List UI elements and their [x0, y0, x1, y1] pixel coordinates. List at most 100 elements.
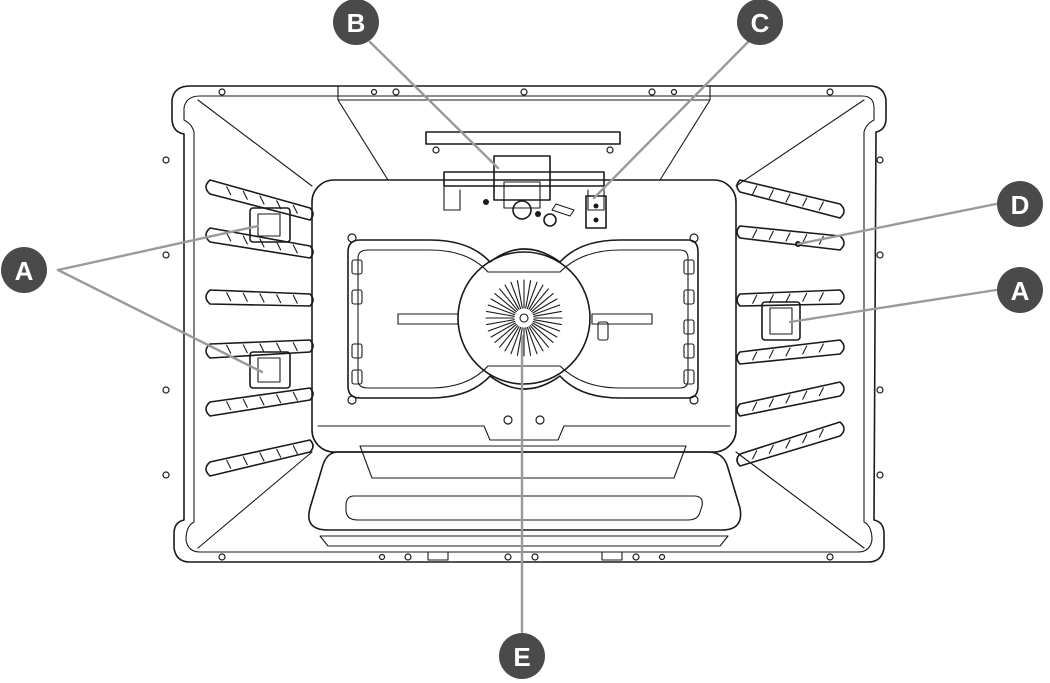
shelf-rail-notch: [259, 396, 265, 406]
shelf-rail-notch: [242, 344, 248, 354]
fan-perforation: [525, 280, 532, 309]
fan-perforation: [529, 325, 549, 348]
callout-label: E: [513, 642, 530, 672]
shelf-rail-notch: [752, 401, 758, 411]
fan-cover-perforations: [485, 279, 563, 357]
back-wall-panel: [311, 179, 737, 453]
shelf-rail: [736, 339, 845, 365]
fan-perforation: [499, 325, 519, 348]
callout-a-right: A: [997, 267, 1043, 313]
shelf-rail-notch: [276, 342, 282, 352]
fan-perforation: [533, 319, 562, 326]
shelf-rail: [205, 289, 314, 307]
fan-perforation: [490, 298, 516, 314]
shelf-rail-notch: [818, 387, 824, 397]
shelf-rail-notch: [292, 391, 298, 401]
fan-perforation: [486, 319, 515, 326]
shelf-rail-notch: [818, 343, 824, 353]
callout-label: B: [347, 8, 366, 38]
shelf-rail-notch: [818, 428, 824, 438]
fan-perforation: [516, 327, 523, 356]
shelf-rail: [736, 225, 845, 251]
shelf-rail: [205, 179, 314, 221]
shelf-rail: [205, 339, 314, 359]
callout-label: D: [1011, 190, 1030, 220]
leader-line-b: [368, 40, 500, 170]
shelf-rail-notch: [226, 344, 232, 354]
leader-line-a-right: [788, 288, 998, 324]
fan-perforation: [499, 288, 519, 311]
shelf-rail-notch: [802, 234, 808, 244]
fan-perforation: [531, 293, 554, 313]
shelf-rail-notch: [292, 244, 298, 254]
fan-perforation: [532, 304, 561, 316]
shelf-rail-notch: [752, 351, 758, 361]
callout-e: E: [499, 633, 545, 679]
shelf-rail-notch: [259, 293, 265, 303]
leader-line-a-left-upper: [56, 224, 260, 272]
fan-perforation: [525, 327, 532, 356]
shelf-rail-notch: [802, 345, 808, 355]
convection-fan: [457, 251, 591, 385]
shelf-rail-notch: [802, 434, 808, 444]
left-shelf-runners: [205, 179, 314, 477]
shelf-rail-notch: [802, 390, 808, 400]
shelf-rail-notch: [768, 444, 774, 454]
shelf-rail-notch: [292, 445, 298, 455]
fan-perforation: [494, 323, 517, 343]
shelf-rail-notch: [259, 452, 265, 462]
shelf-rail-notch: [752, 185, 758, 195]
callout-label: C: [751, 8, 770, 38]
fan-perforation: [504, 284, 520, 310]
shelf-rail-notch: [276, 241, 282, 251]
cavity-perspective-edges: [197, 85, 865, 549]
shelf-rail-notch: [276, 448, 282, 458]
leader-lines: [56, 40, 998, 634]
right-telescopic-runner: [761, 241, 801, 341]
shelf-rail-notch: [785, 394, 791, 404]
shelf-rail-notch: [818, 292, 824, 302]
shelf-rail-notch: [785, 439, 791, 449]
shelf-rail: [736, 421, 845, 467]
shelf-rail-notch: [242, 235, 248, 245]
shelf-rail: [205, 387, 314, 417]
shelf-rail: [205, 439, 314, 477]
grill-heating-element: [425, 131, 621, 220]
shelf-rail-notch: [802, 292, 808, 302]
shelf-rail-notch: [785, 193, 791, 203]
left-telescopic-runners: [249, 207, 291, 389]
shelf-rail-notch: [785, 232, 791, 242]
callout-c: C: [737, 0, 783, 45]
leader-line-d: [796, 202, 998, 246]
shelf-rail-notch: [226, 401, 232, 411]
fan-perforation: [532, 298, 558, 314]
shelf-rail-notch: [276, 294, 282, 304]
shelf-rail-notch: [226, 232, 232, 242]
fan-perforation: [487, 320, 516, 332]
shelf-rail-notch: [226, 292, 232, 302]
fan-perforation: [526, 326, 538, 355]
callout-a-left: A: [1, 247, 47, 293]
shelf-rail-notch: [292, 294, 298, 304]
shelf-rail-notch: [818, 201, 824, 211]
shelf-rail-notch: [768, 230, 774, 240]
leader-line-a-left-lower: [56, 268, 264, 374]
shelf-rail: [736, 289, 845, 307]
callout-label: A: [1011, 276, 1030, 306]
fan-perforation: [510, 281, 522, 310]
shelf-rail-notch: [752, 450, 758, 460]
shelf-rail-notch: [785, 347, 791, 357]
fan-perforation: [516, 280, 523, 309]
fan-perforation: [490, 322, 516, 338]
shelf-rail-notch: [752, 229, 758, 239]
shelf-rail-notch: [226, 186, 232, 196]
callout-b: B: [333, 0, 379, 45]
shelf-rail-notch: [242, 292, 248, 302]
shelf-rail-notch: [752, 294, 758, 304]
callout-d: D: [997, 181, 1043, 227]
fan-perforation: [531, 323, 554, 343]
shelf-rail-notch: [276, 394, 282, 404]
shelf-rail-notch: [292, 204, 298, 214]
